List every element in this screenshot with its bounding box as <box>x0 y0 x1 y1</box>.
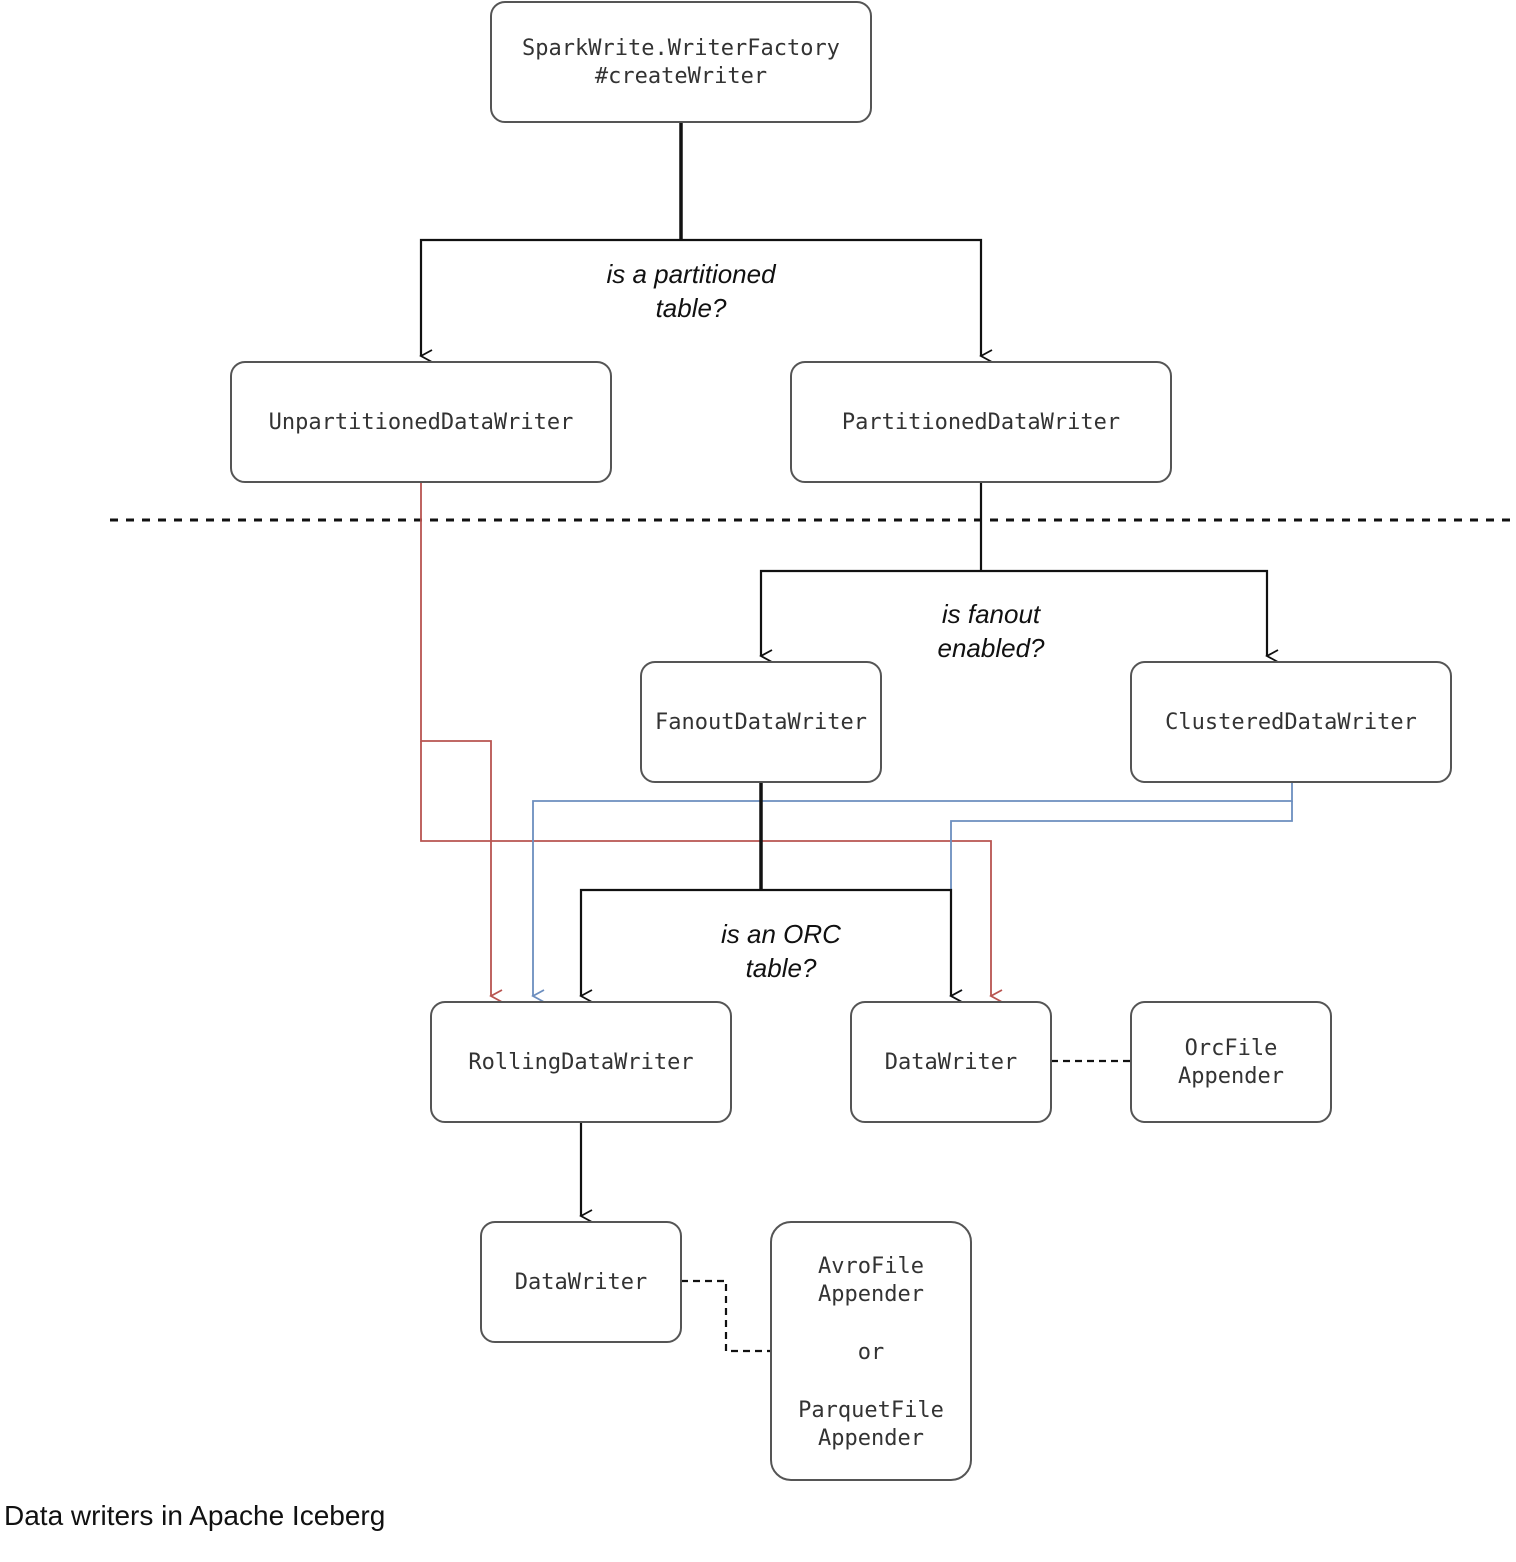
condition-label: table? <box>746 953 817 983</box>
node-clustered-data-writer: ClusteredDataWriter <box>1130 661 1452 783</box>
node-label: DataWriter <box>515 1270 647 1295</box>
node-label: #createWriter <box>595 64 767 89</box>
condition-label: enabled? <box>938 633 1046 663</box>
node-partitioned-data-writer: PartitionedDataWriter <box>790 361 1172 483</box>
node-label: PartitionedDataWriter <box>842 410 1120 435</box>
edge-split-datawriter <box>761 888 963 1003</box>
node-label: RollingDataWriter <box>468 1050 693 1075</box>
condition-label: is an ORC <box>721 919 841 949</box>
edge-unpartitioned-datawriter <box>420 741 1003 1003</box>
edge-split-unpartitioned <box>419 238 681 363</box>
edge-clustered-rolling <box>531 782 1293 1003</box>
node-orc-file-appender: OrcFile Appender <box>1130 1001 1332 1123</box>
node-fanout-data-writer: FanoutDataWriter <box>640 661 882 783</box>
edge-split-fanout <box>759 569 981 663</box>
edge-unpartitioned-rolling <box>420 482 503 1003</box>
node-data-writer-rolling: DataWriter <box>480 1221 682 1343</box>
node-label: DataWriter <box>885 1050 1017 1075</box>
condition-partitioned: is a partitioned table? <box>606 259 777 323</box>
node-label: Appender <box>818 1426 924 1451</box>
figure-caption: Data writers in Apache Iceberg <box>4 1500 386 1531</box>
node-label: FanoutDataWriter <box>655 710 867 735</box>
node-label: or <box>858 1340 885 1365</box>
writer-flow-diagram: SparkWrite.WriterFactory #createWriter U… <box>110 1 1512 1481</box>
edge-split-clustered <box>981 569 1279 663</box>
node-label: SparkWrite.WriterFactory <box>522 36 840 61</box>
edge-clustered-datawriter <box>949 801 1293 1003</box>
node-data-writer-orc: DataWriter <box>850 1001 1052 1123</box>
node-writer-factory: SparkWrite.WriterFactory #createWriter <box>490 1 872 123</box>
condition-label: is fanout <box>942 599 1042 629</box>
link-datawriter-avroparquet <box>681 1279 771 1353</box>
node-label: OrcFile <box>1185 1036 1278 1061</box>
edge-split-partitioned <box>681 238 993 363</box>
node-avro-parquet-appender: AvroFile Appender or ParquetFile Appende… <box>770 1221 972 1481</box>
condition-label: is a partitioned <box>606 259 777 289</box>
node-label: Appender <box>818 1282 924 1307</box>
edge-split-rolling <box>579 888 761 1003</box>
node-label: ParquetFile <box>798 1398 944 1423</box>
node-label: UnpartitionedDataWriter <box>269 410 574 435</box>
condition-fanout: is fanout enabled? <box>938 599 1046 663</box>
condition-label: table? <box>656 293 727 323</box>
node-label: Appender <box>1178 1064 1284 1089</box>
condition-orc: is an ORC table? <box>721 919 841 983</box>
node-label: AvroFile <box>818 1254 924 1279</box>
node-unpartitioned-data-writer: UnpartitionedDataWriter <box>230 361 612 483</box>
node-rolling-data-writer: RollingDataWriter <box>430 1001 732 1123</box>
node-label: ClusteredDataWriter <box>1165 710 1417 735</box>
